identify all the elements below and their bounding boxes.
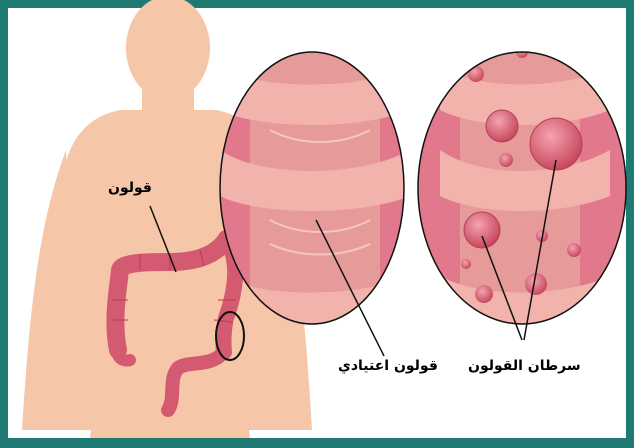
tumor	[486, 110, 518, 142]
tumor	[499, 153, 513, 167]
tumor	[567, 243, 581, 257]
colon-label: قولون	[108, 180, 152, 196]
normal-colon-label: قولون اعتيادي	[338, 358, 438, 374]
colon-cancer-label: سرطان القولون	[468, 358, 581, 374]
tumor	[475, 285, 493, 303]
tumor	[464, 212, 500, 248]
tumor	[461, 259, 471, 269]
